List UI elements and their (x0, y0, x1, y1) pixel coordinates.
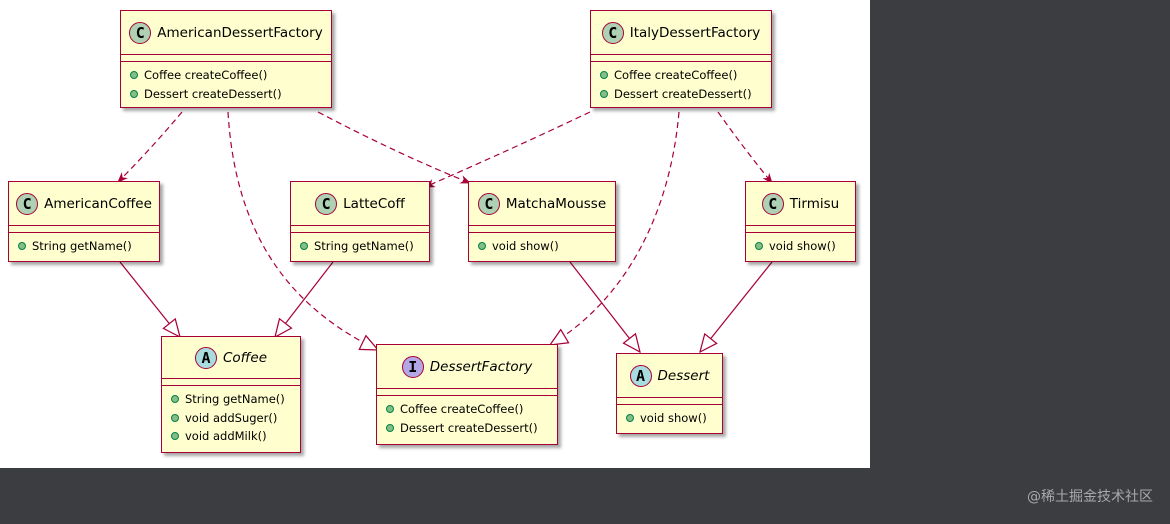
abstract-badge-icon: A (194, 346, 217, 369)
class-name: AmericanCoffee (44, 195, 152, 212)
public-method-icon (300, 242, 308, 251)
abstract-class-dessert: A Dessert void show() (616, 353, 723, 434)
class-name: Tirmisu (789, 195, 840, 212)
public-method-icon (171, 413, 179, 422)
dependency-american-factory-to-matcha-mousse (317, 111, 472, 184)
method: void show() (755, 237, 855, 256)
public-method-icon (386, 405, 394, 414)
method: void addMilk() (171, 427, 300, 446)
method: Dessert createDessert() (386, 419, 557, 438)
interface-dessert-factory: I DessertFactory Coffee createCoffee() D… (376, 344, 558, 445)
dependency-italy-factory-to-tirmisu (717, 111, 773, 184)
dependency-american-factory-to-american-coffee (117, 111, 183, 183)
class-badge-icon: C (477, 192, 500, 215)
class-italy-dessert-factory: C ItalyDessertFactory Coffee createCoffe… (590, 10, 772, 108)
class-latte-coff: C LatteCoff String getName() (290, 181, 430, 262)
class-name: ItalyDessertFactory (629, 24, 761, 41)
method: Coffee createCoffee() (600, 66, 771, 85)
method: Coffee createCoffee() (130, 66, 331, 85)
class-badge-icon: C (16, 192, 39, 215)
realization-american-factory-to-dessert-factory (227, 111, 378, 350)
inheritance-american-coffee-to-coffee (119, 261, 180, 337)
public-method-icon (600, 71, 608, 80)
public-method-icon (600, 89, 608, 98)
method: void show() (478, 237, 615, 256)
class-name: Coffee (222, 349, 268, 366)
class-matcha-mousse: C MatchaMousse void show() (468, 181, 616, 262)
inheritance-tirmisu-to-dessert (700, 261, 773, 352)
class-name: DessertFactory (429, 358, 533, 375)
method: void show() (626, 409, 722, 428)
class-american-coffee: C AmericanCoffee String getName() (8, 181, 160, 262)
method: String getName() (18, 237, 159, 256)
class-badge-icon: C (315, 192, 338, 215)
class-name: AmericanDessertFactory (157, 24, 323, 41)
method: Dessert createDessert() (600, 85, 771, 104)
class-badge-icon: C (761, 192, 784, 215)
method: String getName() (300, 237, 429, 256)
inheritance-latte-coff-to-coffee (275, 261, 334, 337)
abstract-class-coffee: A Coffee String getName() void addSuger(… (161, 336, 301, 453)
inheritance-matcha-mousse-to-dessert (569, 261, 640, 352)
class-badge-icon: C (601, 21, 624, 44)
realization-italy-factory-to-dessert-factory (550, 111, 680, 345)
public-method-icon (386, 423, 394, 432)
class-name: Dessert (657, 367, 710, 384)
public-method-icon (171, 432, 179, 441)
public-method-icon (18, 242, 26, 251)
interface-badge-icon: I (401, 355, 424, 378)
diagram-canvas: C AmericanDessertFactory Coffee createCo… (0, 0, 870, 468)
method: Dessert createDessert() (130, 85, 331, 104)
relationship-lines (117, 111, 773, 468)
dependency-italy-factory-to-latte-coff (424, 111, 591, 188)
public-method-icon (130, 89, 138, 98)
watermark: @稀土掘金技术社区 (1027, 489, 1153, 505)
public-method-icon (755, 242, 763, 251)
class-badge-icon: C (129, 21, 152, 44)
public-method-icon (171, 395, 179, 404)
public-method-icon (478, 242, 486, 251)
public-method-icon (130, 71, 138, 80)
class-american-dessert-factory: C AmericanDessertFactory Coffee createCo… (120, 10, 332, 108)
public-method-icon (626, 414, 634, 423)
class-name: MatchaMousse (505, 195, 607, 212)
class-name: LatteCoff (343, 195, 405, 212)
method: Coffee createCoffee() (386, 400, 557, 419)
abstract-badge-icon: A (629, 364, 652, 387)
method: String getName() (171, 390, 300, 409)
class-tirmisu: C Tirmisu void show() (745, 181, 856, 262)
method: void addSuger() (171, 409, 300, 428)
